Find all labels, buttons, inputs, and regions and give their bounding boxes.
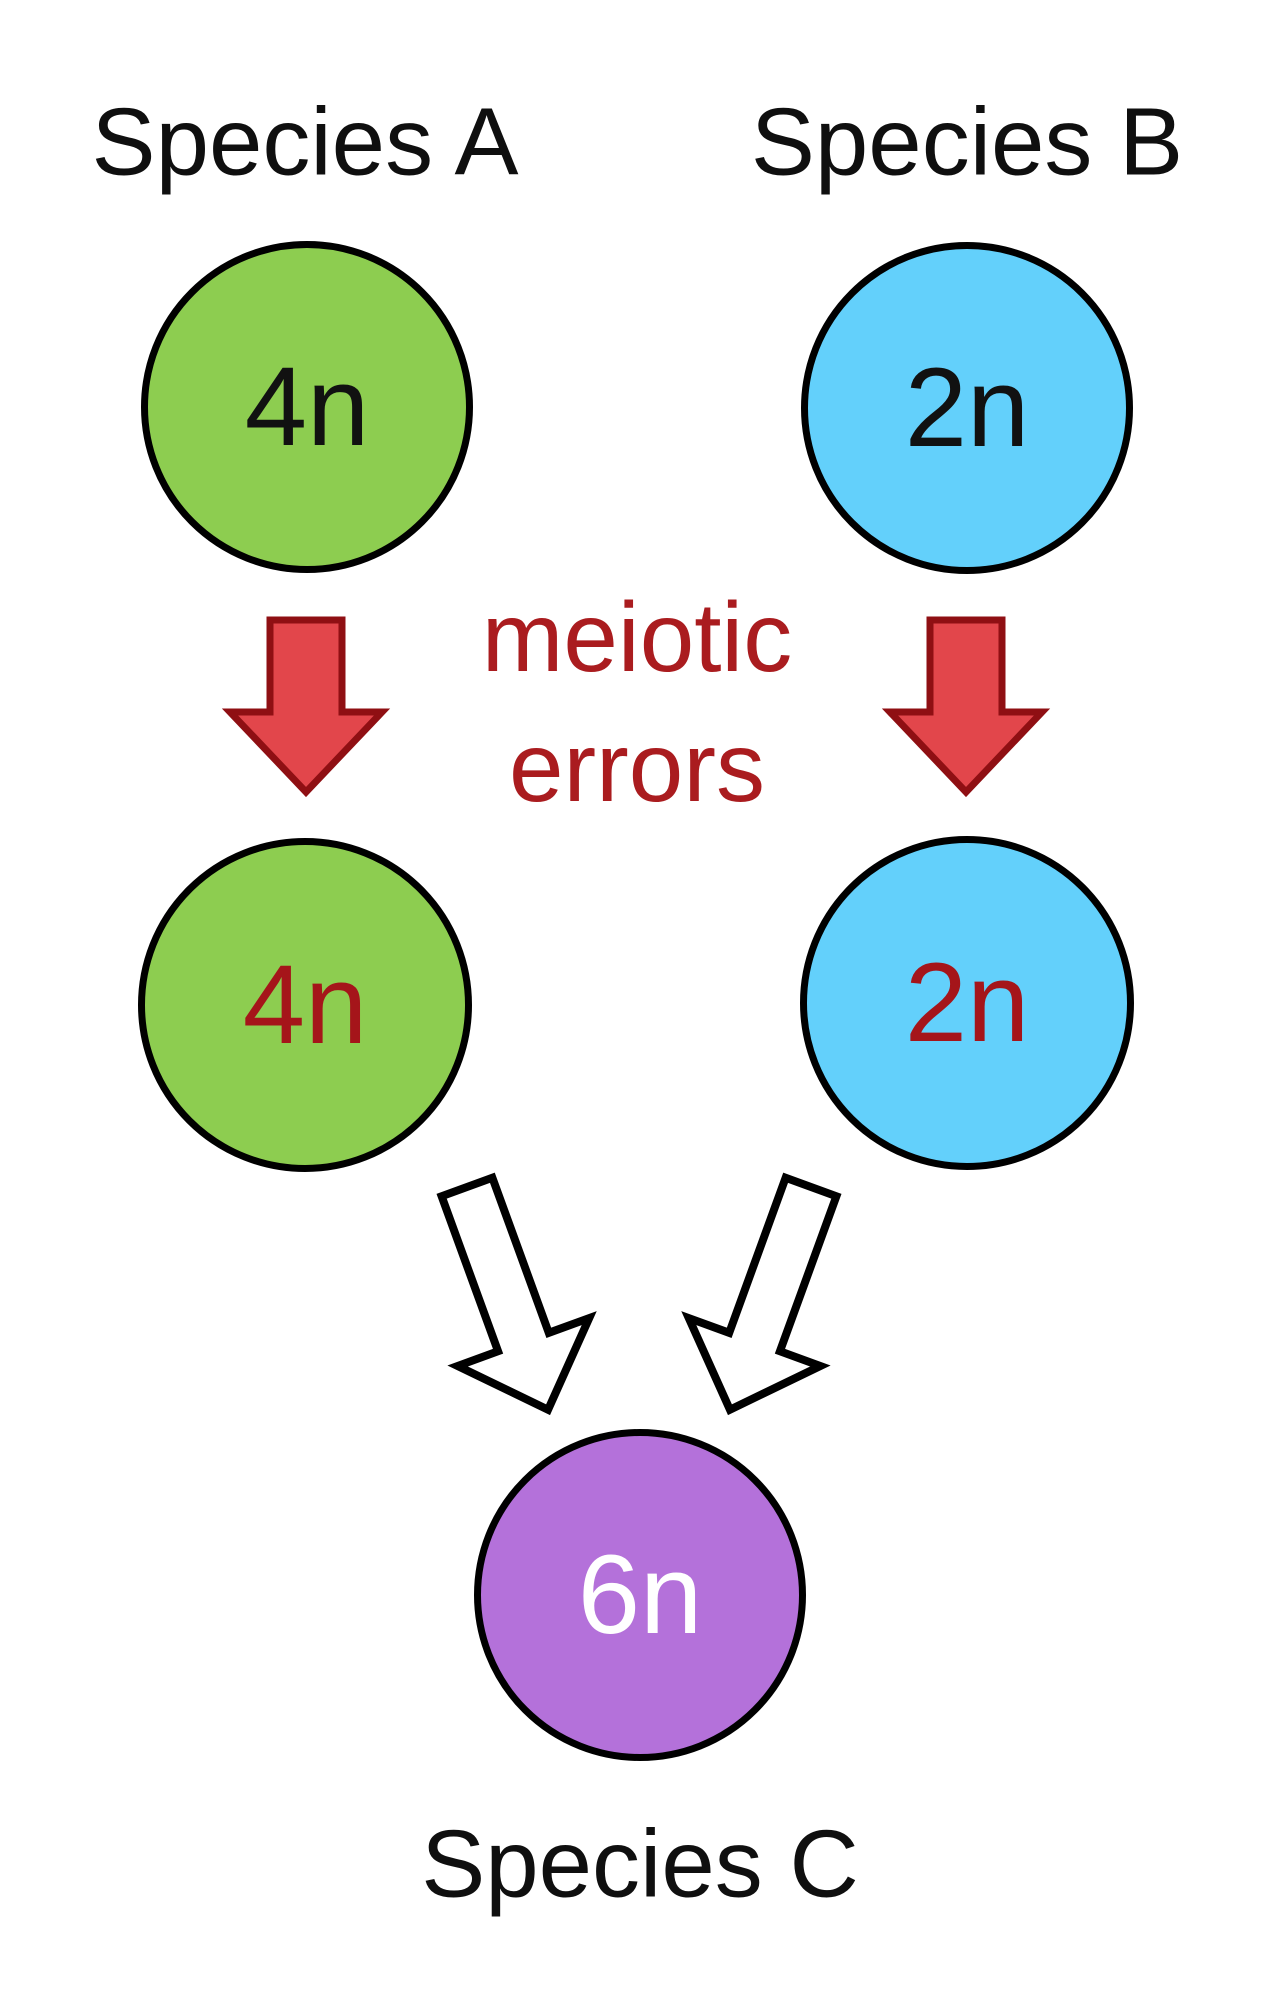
species-b-gamete-ploidy: 2n bbox=[904, 940, 1030, 1065]
species-b-parent-cell: 2n bbox=[801, 242, 1133, 574]
species-a-gamete-cell: 4n bbox=[138, 838, 472, 1172]
species-a-gamete-ploidy: 4n bbox=[242, 942, 368, 1067]
species-b-label: Species B bbox=[750, 88, 1184, 196]
meiotic-errors-caption: meiotic errors bbox=[482, 572, 792, 832]
species-b-parent-ploidy: 2n bbox=[904, 345, 1030, 470]
species-a-label: Species A bbox=[91, 88, 519, 196]
species-b-gamete-cell: 2n bbox=[800, 836, 1134, 1170]
species-c-hybrid-ploidy: 6n bbox=[577, 1532, 703, 1657]
white-arrow-down-left-icon bbox=[681, 1172, 842, 1416]
species-a-parent-cell: 4n bbox=[141, 241, 473, 573]
meiotic-errors-line2: errors bbox=[509, 712, 765, 822]
species-c-hybrid-cell: 6n bbox=[474, 1429, 806, 1761]
meiotic-errors-line1: meiotic bbox=[481, 582, 793, 692]
species-c-label: Species C bbox=[421, 1810, 859, 1918]
white-arrow-down-right-icon bbox=[436, 1172, 597, 1416]
red-down-arrow-right-icon bbox=[881, 616, 1051, 798]
species-a-parent-ploidy: 4n bbox=[244, 344, 370, 469]
red-down-arrow-left-icon bbox=[221, 616, 391, 798]
